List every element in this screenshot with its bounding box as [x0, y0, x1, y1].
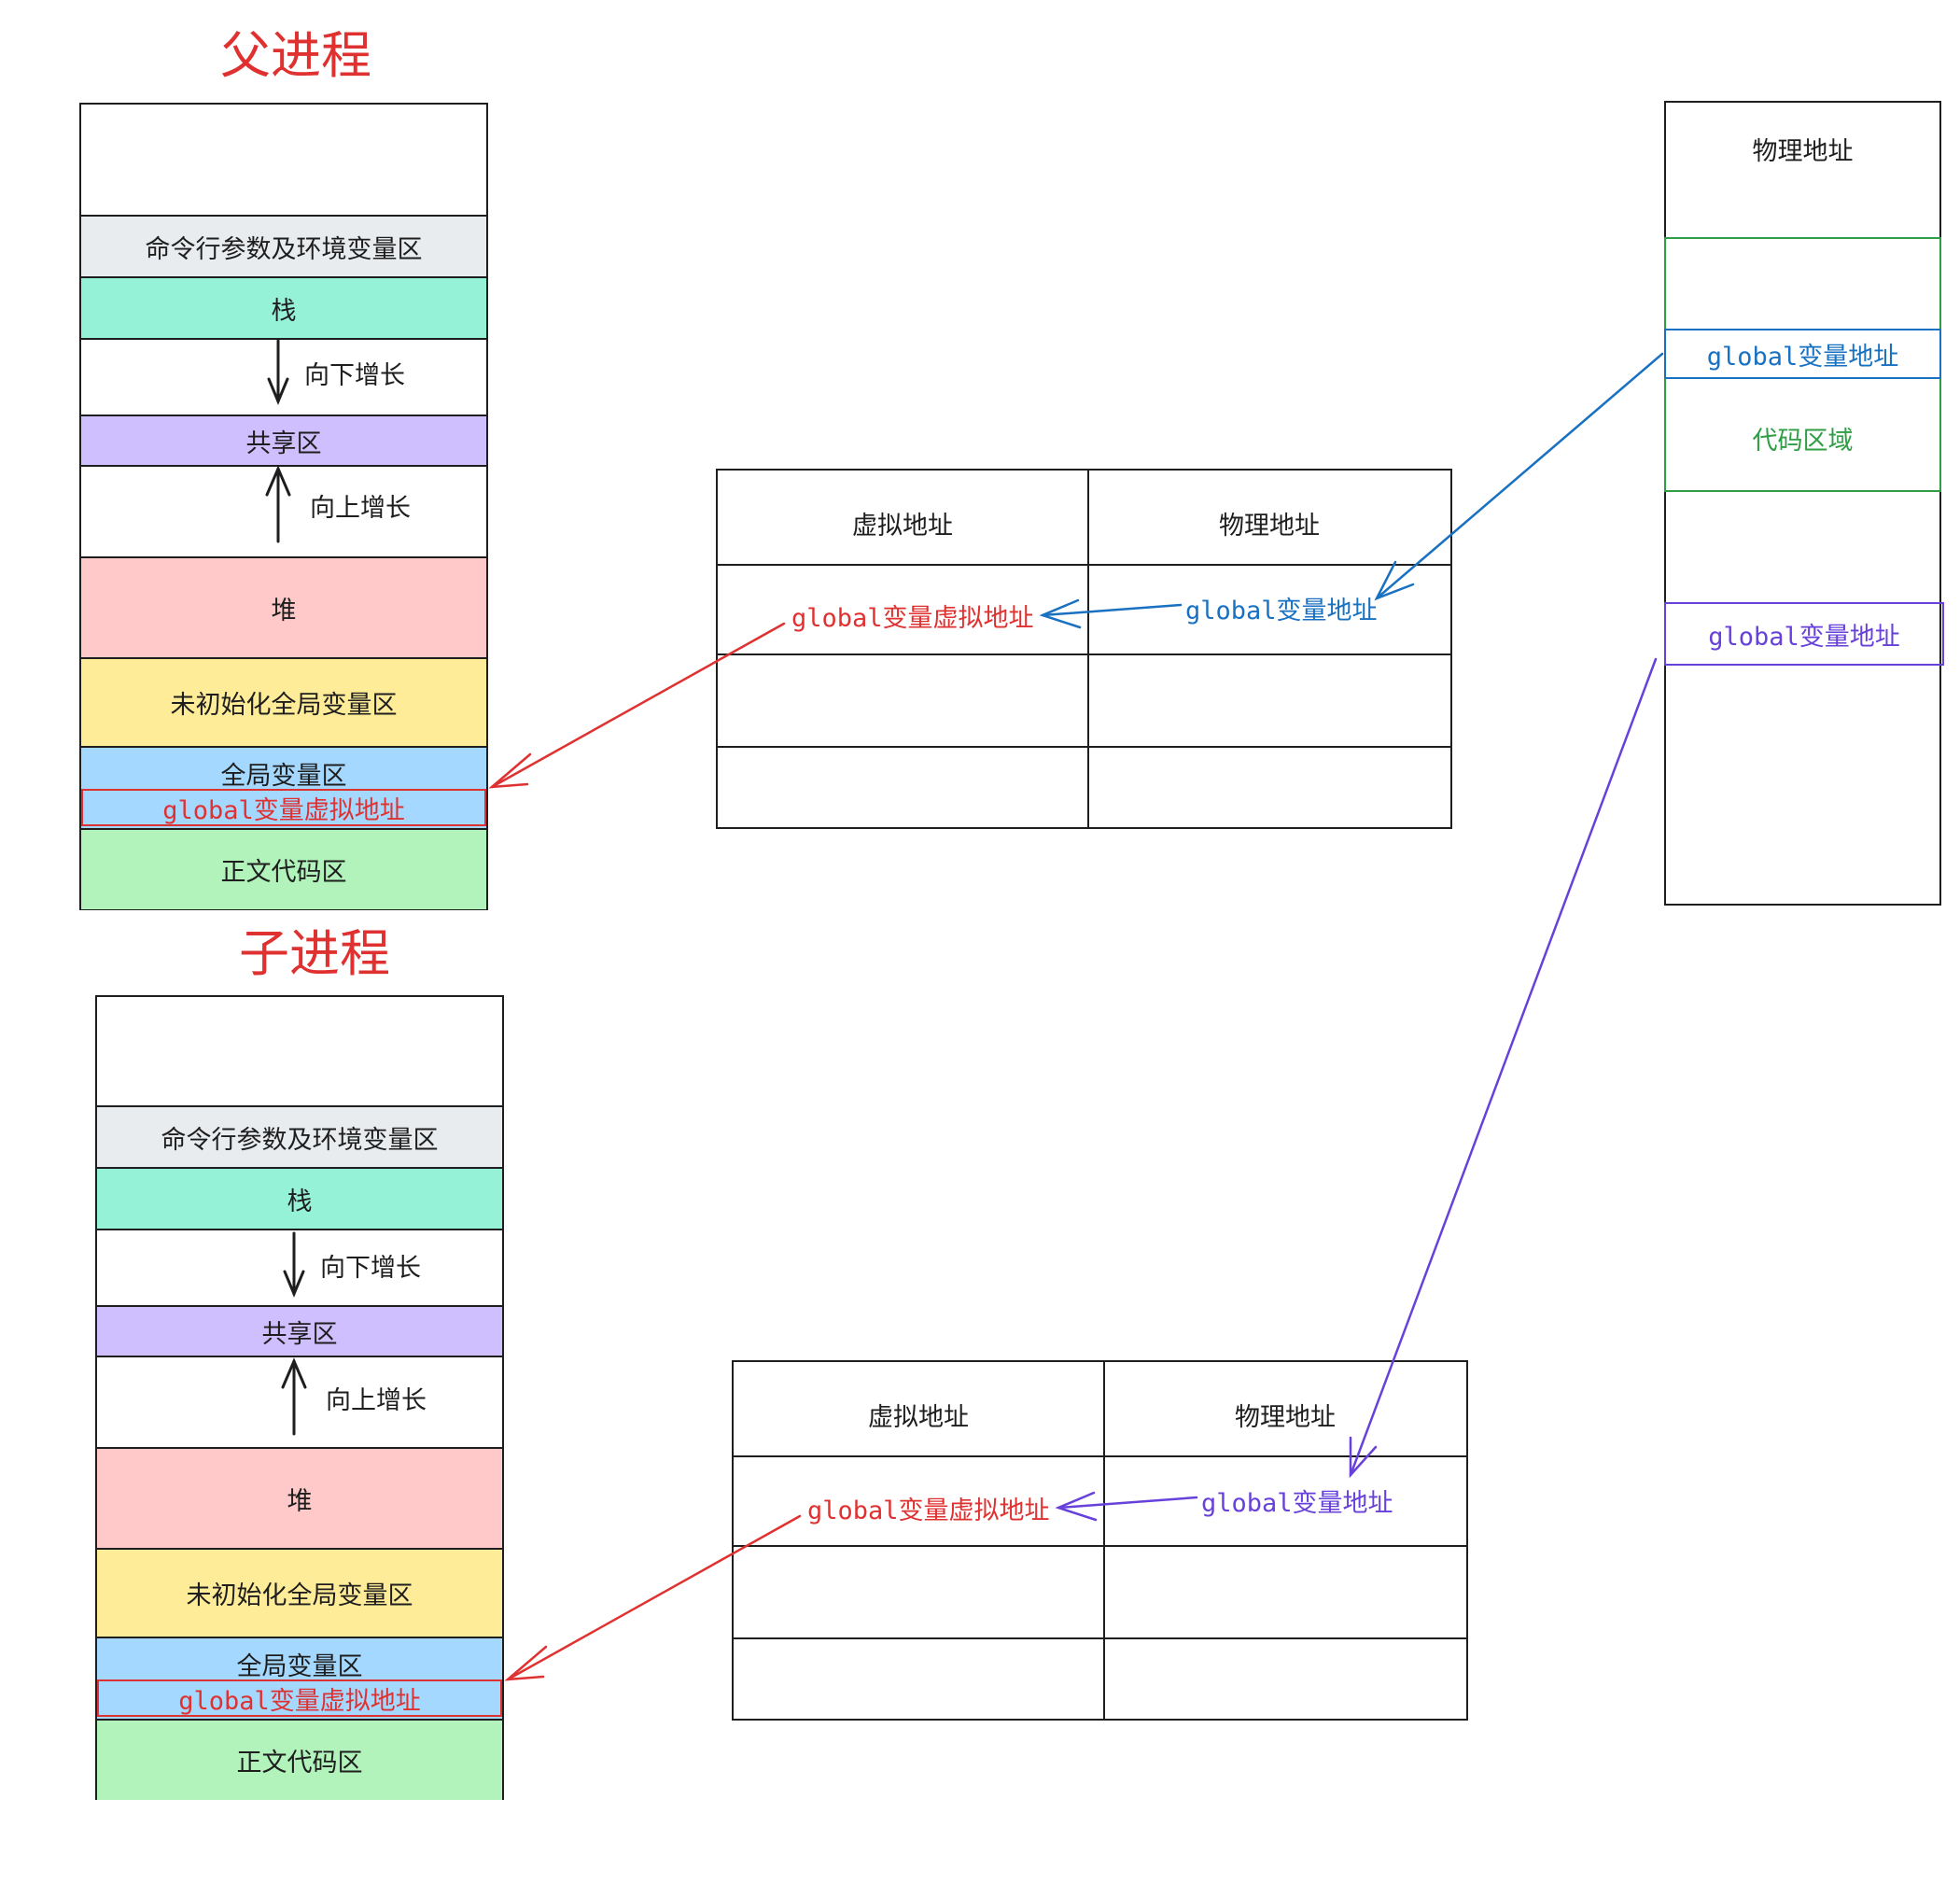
child-page-table-row-line-3: [734, 1637, 1467, 1639]
child-heap-segment: 堆: [97, 1449, 502, 1550]
parent-page-table-virtual-entry: global变量虚拟地址: [791, 604, 1034, 633]
child-page-table-header-physical: 物理地址: [1235, 1402, 1336, 1432]
child-page-table: 虚拟地址 物理地址: [732, 1360, 1468, 1721]
parent-stack-segment: 栈: [81, 278, 486, 340]
parent-page-table-header-virtual: 虚拟地址: [852, 511, 953, 541]
parent-grow-up-label: 向上增长: [310, 494, 411, 523]
child-text-segment: 正文代码区: [97, 1721, 502, 1800]
child-page-table-row-line-2: [734, 1545, 1467, 1547]
physical-memory: [1664, 101, 1941, 906]
parent-data-segment-label: 全局变量区: [220, 762, 347, 791]
parent-env-segment: 命令行参数及环境变量区: [81, 217, 486, 278]
parent-global-var-virtual: global变量虚拟地址: [81, 789, 486, 826]
child-bss-segment: 未初始化全局变量区: [97, 1550, 502, 1638]
parent-text-segment: 正文代码区: [81, 830, 486, 909]
parent-page-table-divider: [1087, 469, 1089, 829]
child-global-var-virtual: global变量虚拟地址: [97, 1679, 502, 1717]
parent-page-table-row-line-2: [718, 653, 1451, 655]
child-grow-up-region: [97, 1357, 502, 1449]
parent-bss-segment: 未初始化全局变量区: [81, 659, 486, 748]
child-shared-segment: 共享区: [97, 1307, 502, 1357]
child-grow-down-label: 向下增长: [320, 1254, 421, 1283]
parent-page-table-header-physical: 物理地址: [1219, 511, 1320, 541]
parent-page-table-row-line-1: [718, 564, 1451, 566]
parent-grow-up-region: [81, 467, 486, 558]
child-data-segment-label: 全局变量区: [236, 1652, 363, 1681]
physical-memory-title: 物理地址: [1752, 137, 1854, 166]
child-env-segment: 命令行参数及环境变量区: [97, 1107, 502, 1169]
parent-grow-down-region: [81, 340, 486, 416]
parent-heap-segment: 堆: [81, 558, 486, 659]
parent-address-space: 命令行参数及环境变量区 栈 共享区 堆 未初始化全局变量区 全局变量区 glob…: [79, 103, 488, 910]
parent-top-empty-region: [81, 105, 486, 217]
parent-shared-segment: 共享区: [81, 416, 486, 467]
child-page-table-physical-entry: global变量地址: [1201, 1489, 1393, 1518]
child-stack-segment: 栈: [97, 1169, 502, 1230]
child-top-empty-region: [97, 997, 502, 1107]
child-page-table-divider: [1103, 1360, 1105, 1721]
parent-page-table: 虚拟地址 物理地址: [716, 469, 1452, 829]
child-grow-up-label: 向上增长: [326, 1386, 427, 1415]
physical-global-parent-box: global变量地址: [1664, 329, 1941, 379]
parent-page-table-physical-entry: global变量地址: [1185, 597, 1378, 625]
parent-process-title: 父进程: [220, 26, 371, 85]
physical-code-region-label: 代码区域: [1752, 427, 1854, 456]
parent-page-table-row-line-3: [718, 746, 1451, 748]
physical-global-child-box: global变量地址: [1664, 602, 1944, 666]
child-page-table-header-virtual: 虚拟地址: [868, 1402, 969, 1432]
child-process-title: 子进程: [239, 924, 390, 983]
child-page-table-virtual-entry: global变量虚拟地址: [807, 1497, 1050, 1525]
child-address-space: 命令行参数及环境变量区 栈 共享区 堆 未初始化全局变量区 全局变量区 glob…: [95, 995, 504, 1800]
parent-grow-down-label: 向下增长: [304, 361, 405, 390]
child-grow-down-region: [97, 1230, 502, 1307]
child-page-table-row-line-1: [734, 1455, 1467, 1457]
